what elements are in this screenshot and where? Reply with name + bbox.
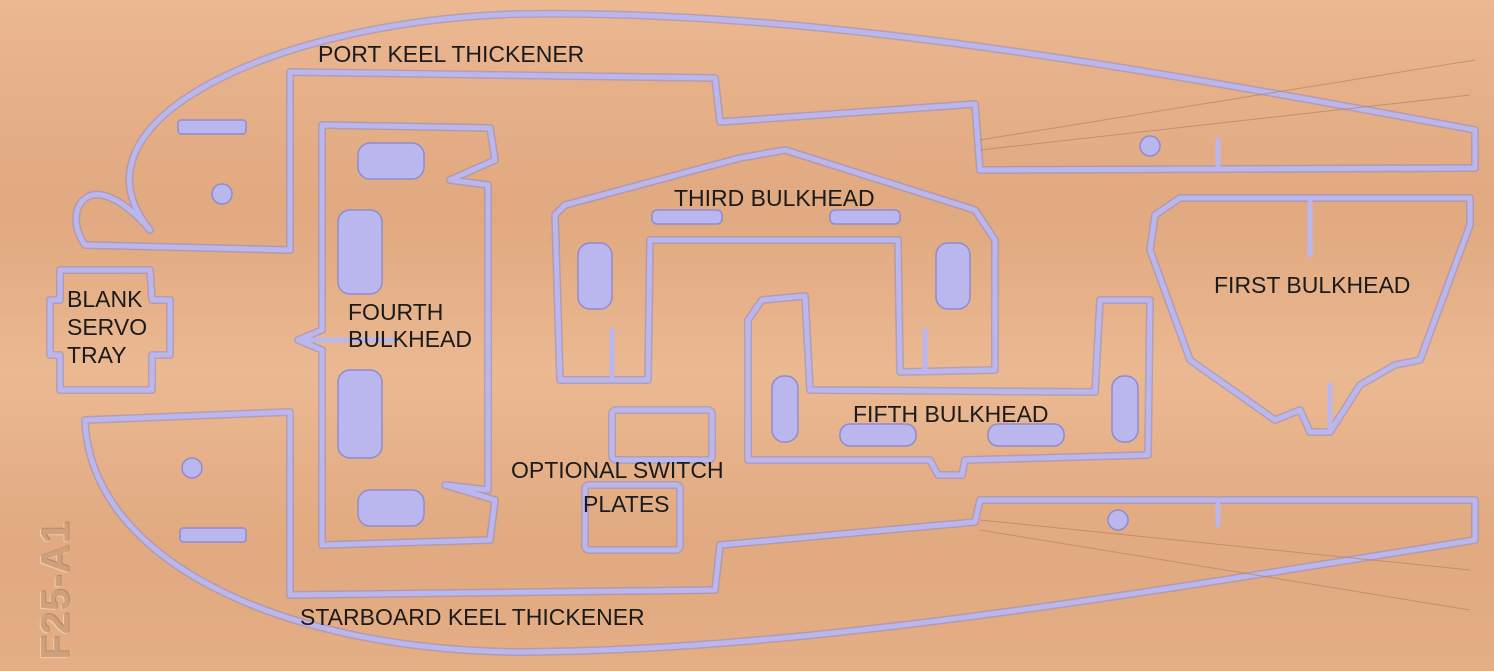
- label-port-keel-thickener: PORT KEEL THICKENER: [318, 41, 585, 67]
- label-blank-servo-tray-line-1: BLANK: [67, 286, 143, 312]
- label-optional-switch-plates: OPTIONAL SWITCH PLATES: [511, 453, 724, 521]
- label-third-bulkhead: THIRD BULKHEAD: [674, 185, 875, 211]
- label-fourth-bulkhead-line-1: FOURTH: [348, 299, 444, 325]
- label-fourth-bulkhead: FOURTH BULKHEAD: [348, 299, 472, 353]
- label-blank-servo-tray-line-3: TRAY: [67, 342, 127, 368]
- sheet-id-engraving: F25-A1: [33, 520, 78, 660]
- label-fifth-bulkhead: FIFTH BULKHEAD: [853, 401, 1049, 427]
- label-blank-servo-tray: BLANK SERVO TRAY: [67, 285, 147, 369]
- label-optional-switch-plates-line-1: OPTIONAL SWITCH: [511, 457, 724, 483]
- label-blank-servo-tray-line-2: SERVO: [67, 314, 148, 340]
- label-fourth-bulkhead-line-2: BULKHEAD: [348, 326, 472, 352]
- label-optional-switch-plates-line-2: PLATES: [583, 491, 670, 517]
- label-first-bulkhead: FIRST BULKHEAD: [1214, 272, 1411, 298]
- label-starboard-keel-thickener: STARBOARD KEEL THICKENER: [300, 604, 645, 630]
